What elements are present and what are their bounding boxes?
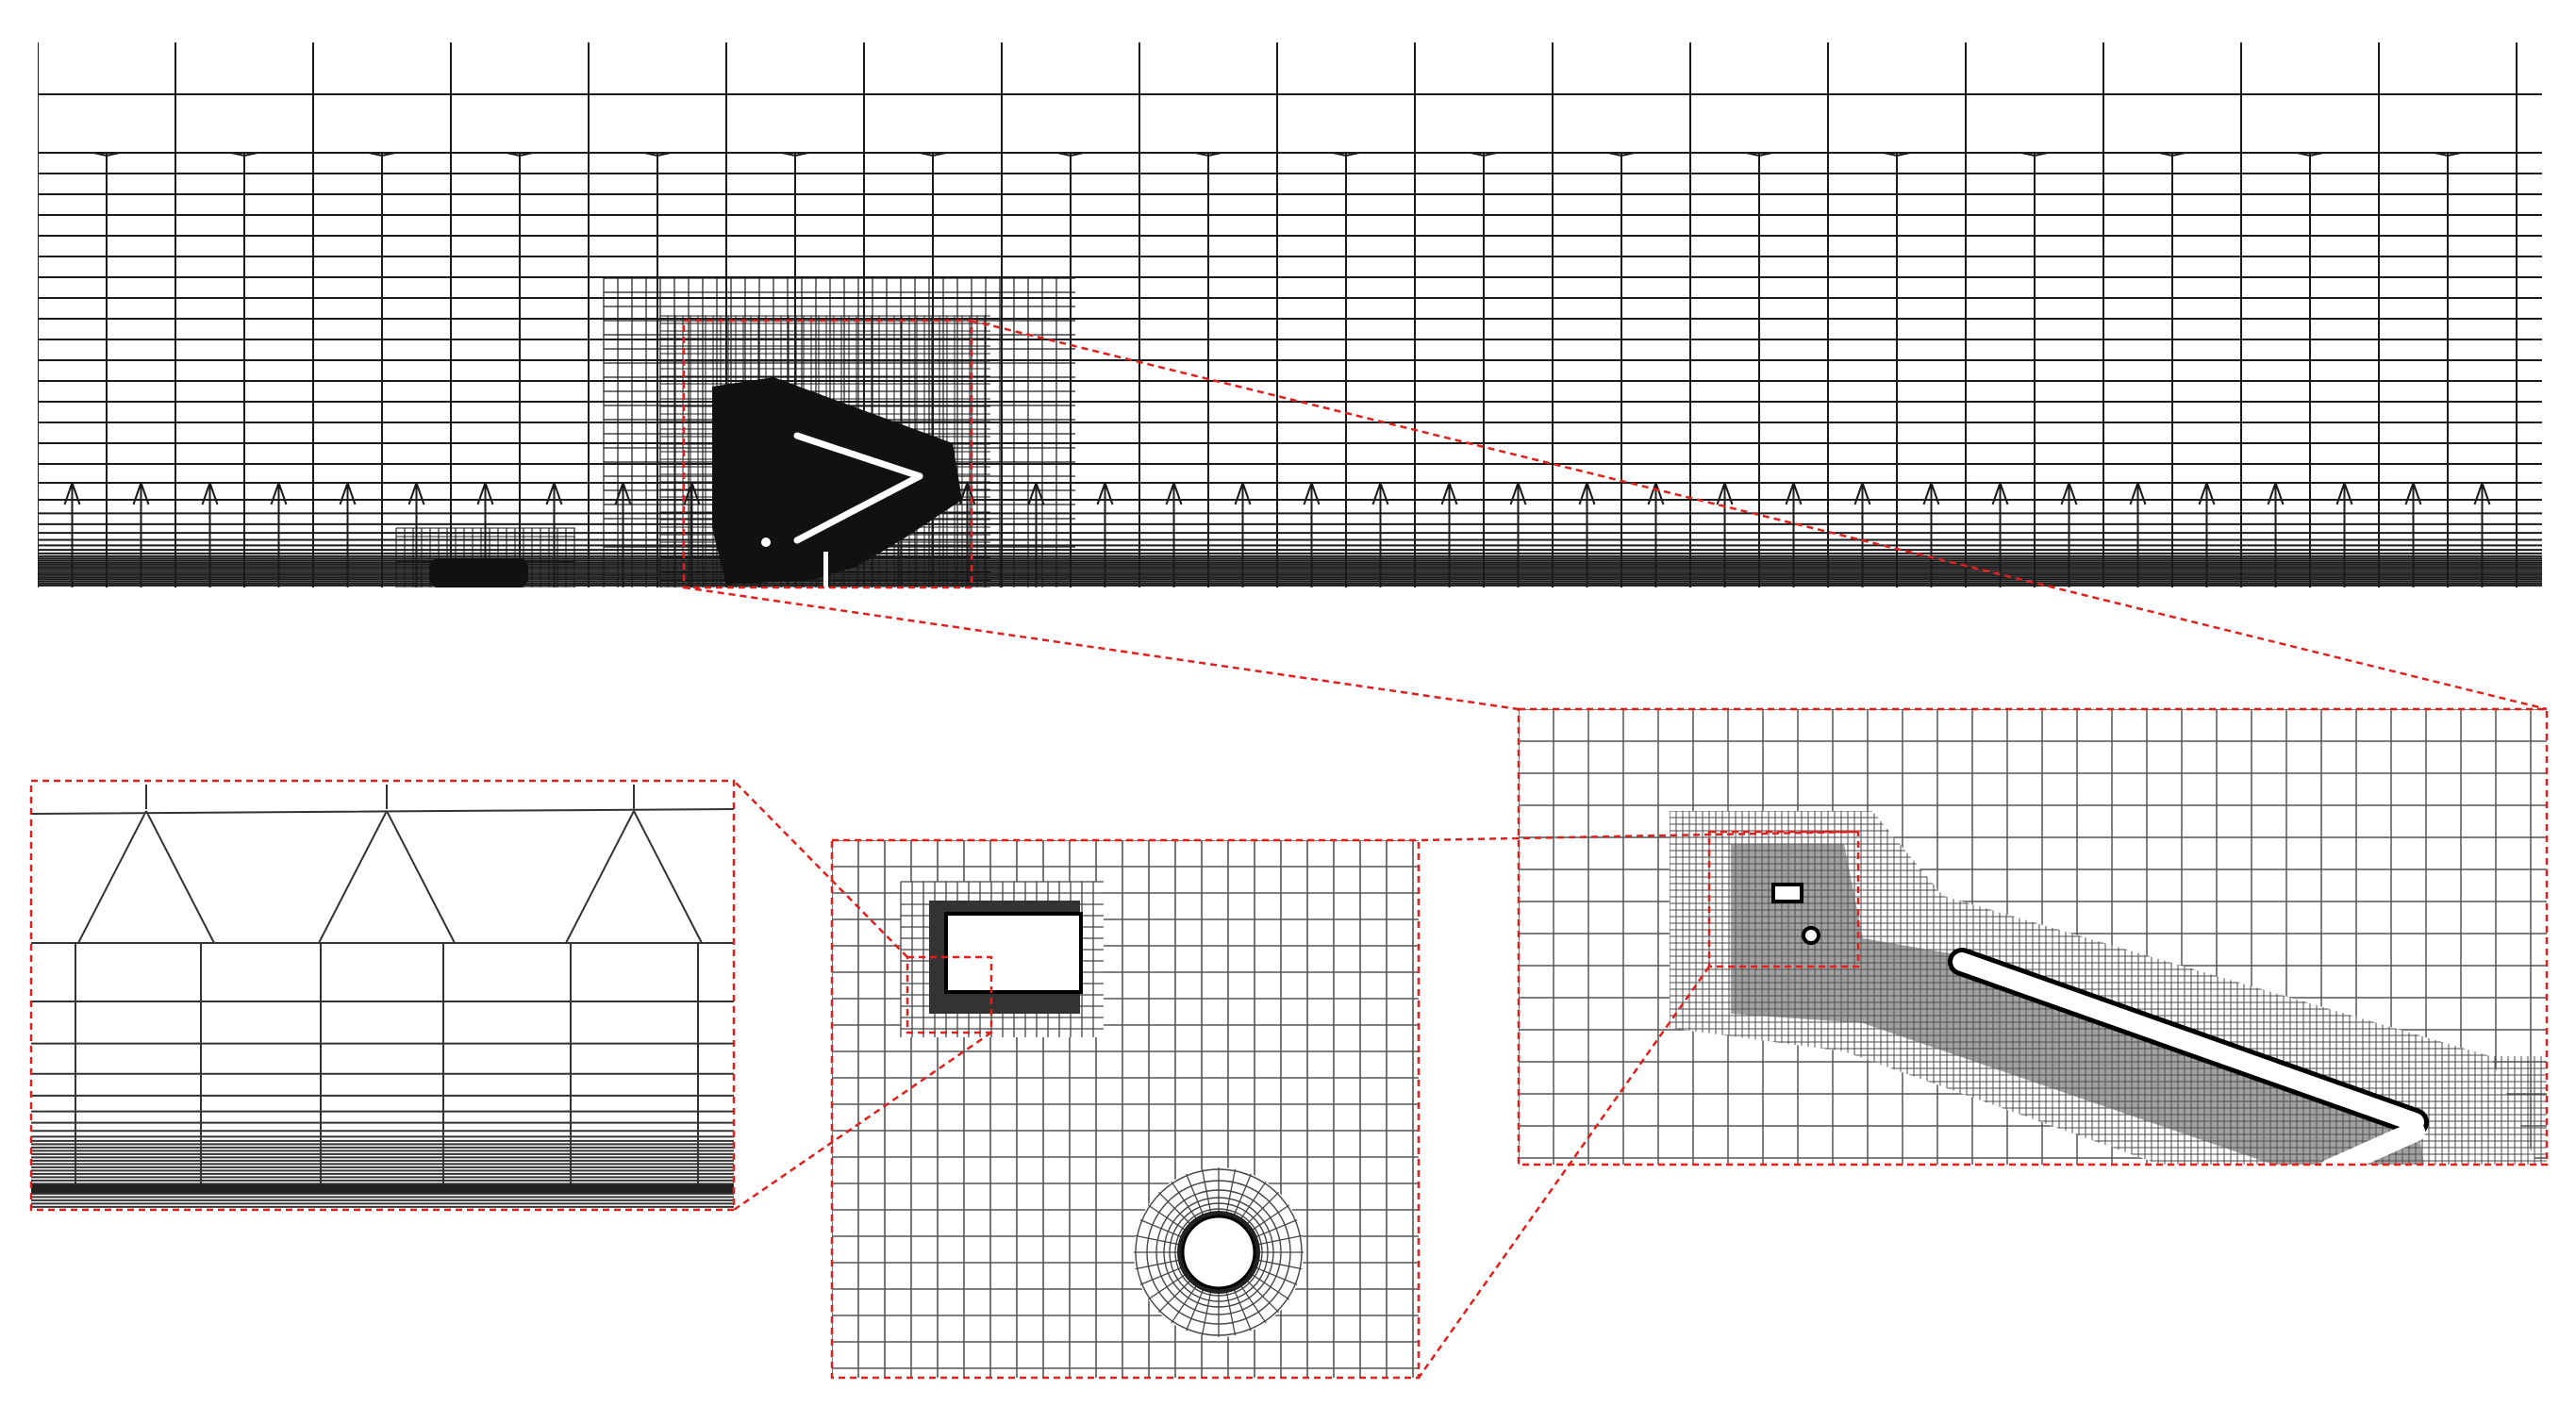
overview-mesh	[38, 42, 2542, 587]
circle-obstacle	[1181, 1215, 1256, 1290]
wall-layer-panel-frame	[29, 779, 736, 1212]
small-cylinder	[761, 538, 771, 547]
overview-refinement-zones	[395, 277, 1075, 587]
wall-layer-lines	[31, 785, 734, 1208]
small-rectangle	[1771, 883, 1803, 903]
wall-clustered-band	[31, 1184, 734, 1193]
inclined-plate	[1953, 952, 2424, 1132]
small-circle	[1802, 926, 1820, 945]
plate-mesh	[1519, 709, 2547, 1165]
plate-core-region	[712, 377, 962, 585]
upper-plate	[793, 432, 923, 480]
connector-obstacle-to-wall-top	[733, 780, 908, 958]
obstacle-panel-frame	[830, 838, 1421, 1380]
connector-top-left	[683, 586, 1520, 711]
wall-layer-panel	[31, 785, 734, 1208]
lower-plate-end	[2320, 1121, 2425, 1165]
connector-obstacle-to-wall-bottom	[733, 1031, 992, 1212]
background-grid	[832, 840, 1419, 1378]
plate-panel-zoom-box	[1707, 830, 1860, 968]
thin-post	[823, 552, 828, 587]
plate-panel-frame	[1517, 707, 2549, 1166]
circle-spokes	[1134, 1167, 1304, 1337]
refine-mask	[1519, 709, 2547, 1165]
overview-panel	[38, 42, 2542, 587]
obstacle-mesh	[832, 840, 1419, 1378]
zoom-indicators	[29, 319, 2549, 1380]
connector-plate-to-obstacle-bottom	[1417, 966, 1711, 1379]
connector-plate-to-obstacle-top	[1418, 830, 1859, 842]
obstacle-panel	[832, 840, 1419, 1378]
overview-zoom-box	[682, 319, 973, 589]
obstacle-core-region	[429, 558, 528, 587]
wall-layer-mesh	[31, 785, 734, 1208]
rectangle-obstacle	[944, 912, 1083, 994]
plate-panel	[1519, 709, 2547, 1165]
overview-bodies	[761, 432, 923, 587]
connector-top-right	[971, 319, 2548, 711]
overview-grid-lines	[38, 42, 2542, 587]
lower-plate	[793, 472, 923, 544]
